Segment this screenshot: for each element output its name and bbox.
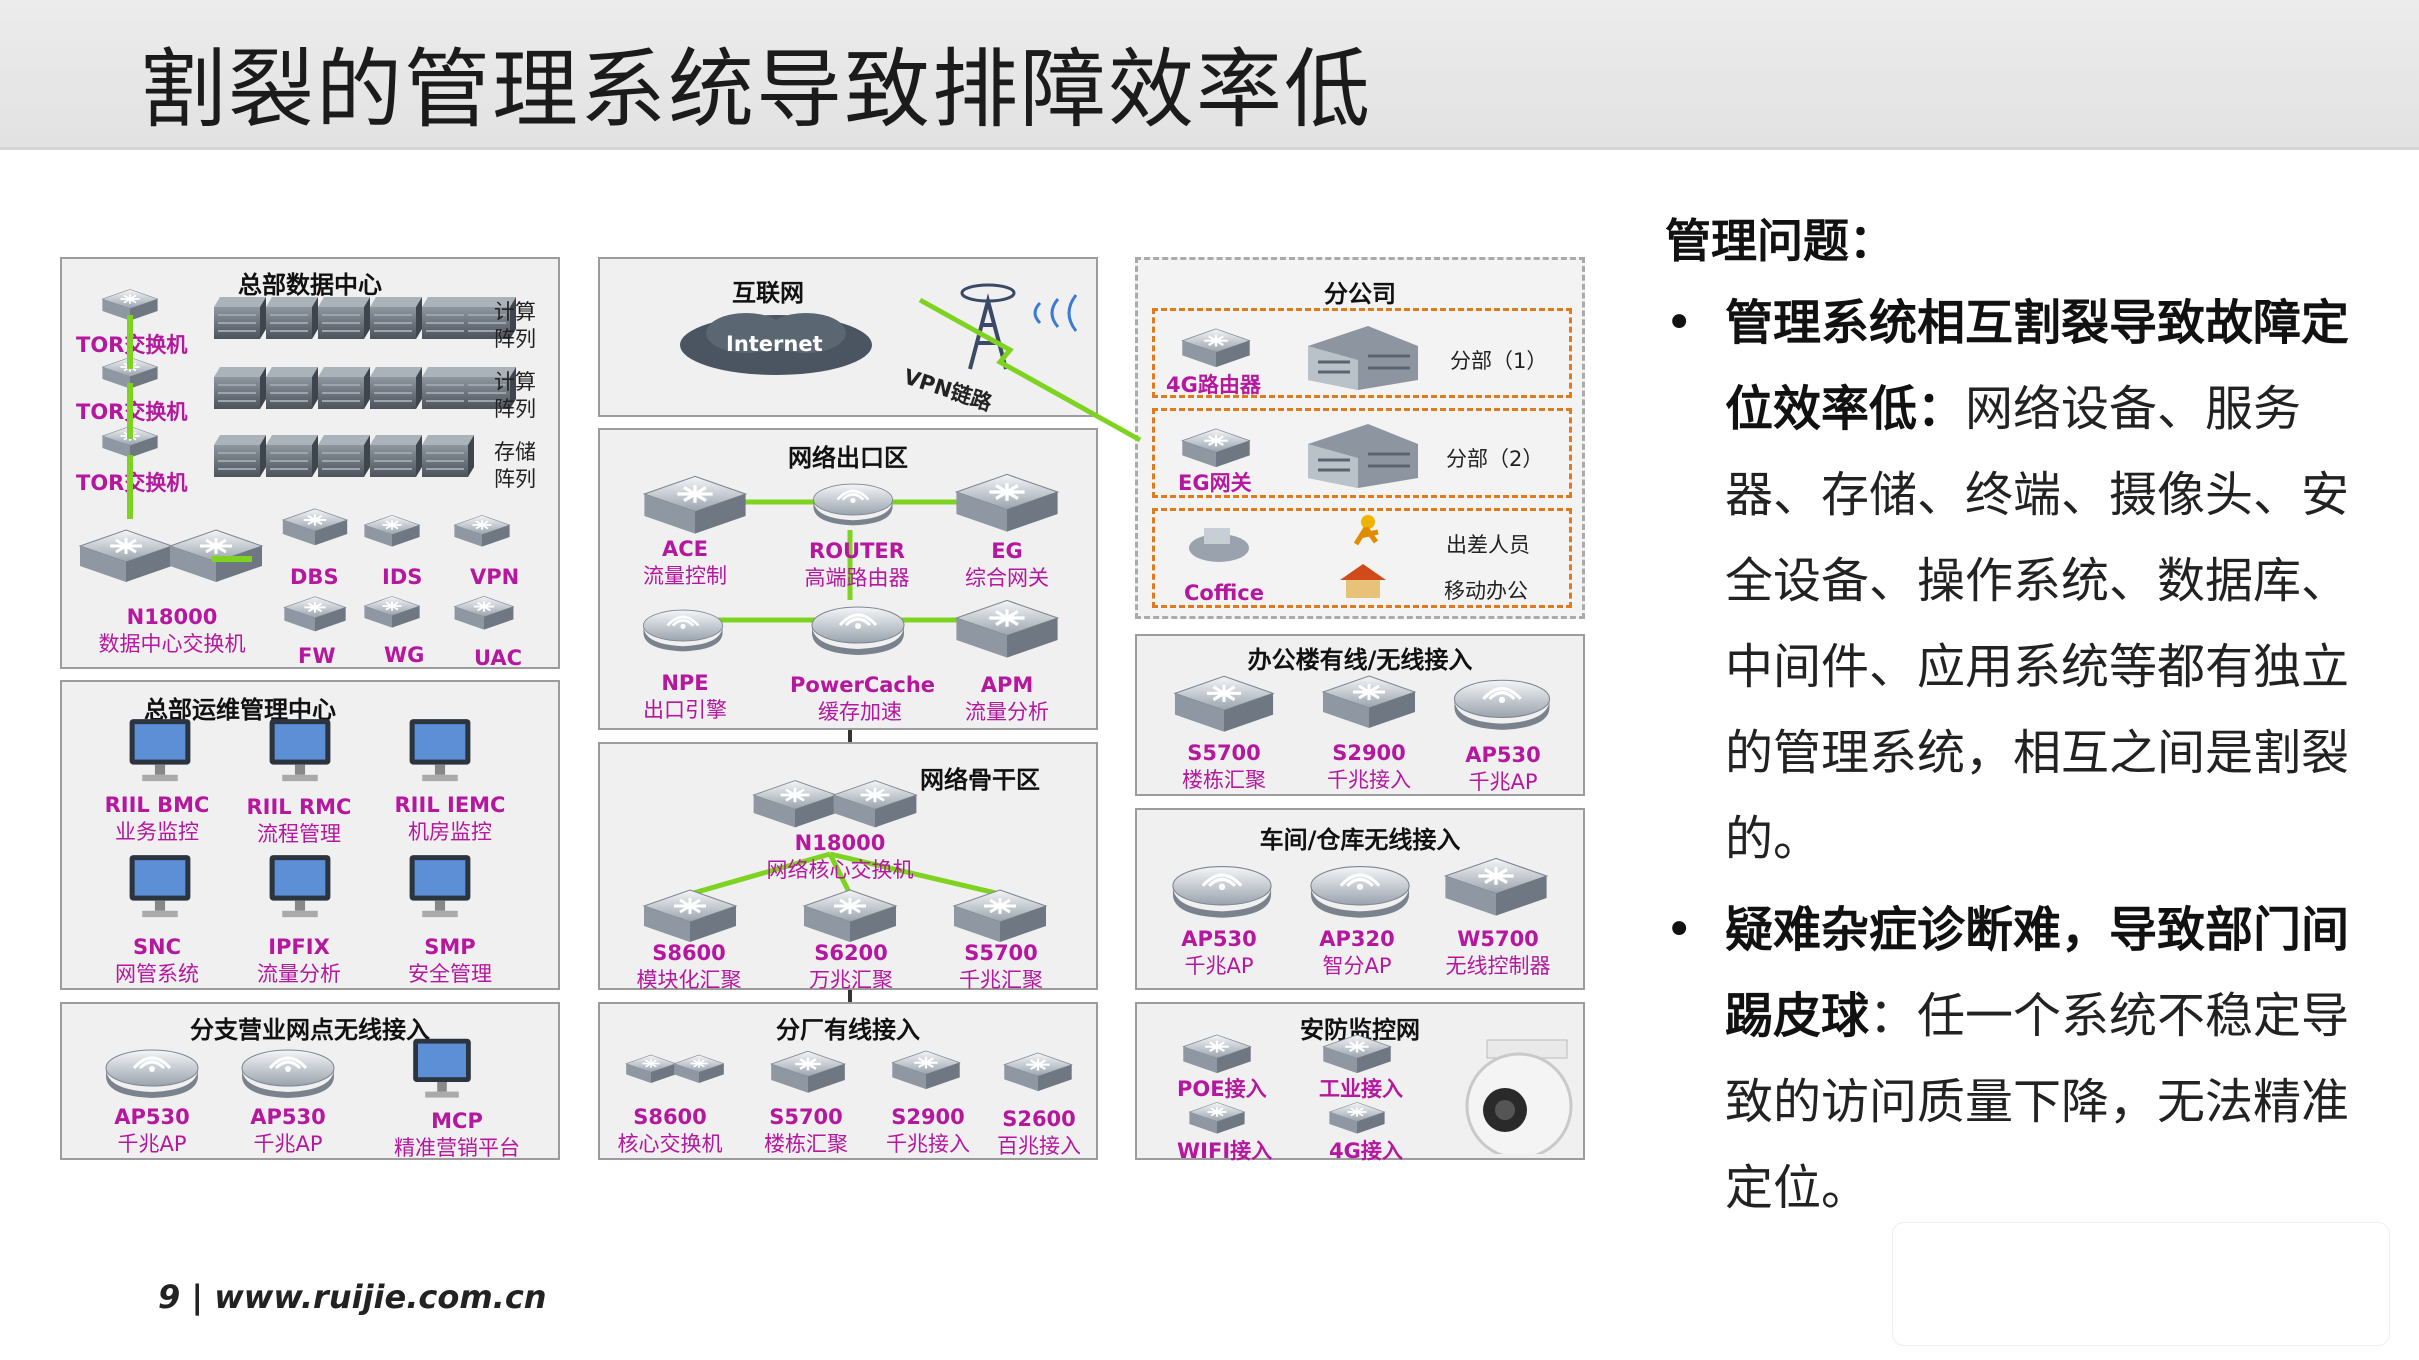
sub2-label: 分部（2） bbox=[1446, 447, 1544, 471]
footer-url[interactable]: www.ruijie.com.cn bbox=[214, 1278, 547, 1316]
panel-title: 分公司 bbox=[1324, 280, 1396, 308]
corner-box bbox=[1892, 1222, 2390, 1346]
internet-cloud-icon bbox=[680, 313, 872, 375]
building-icon bbox=[1308, 326, 1418, 390]
panel-hq-datacenter: 总部数据中心 TOR交换机 TOR交换机 TOR交换机 计算阵列 计算阵列 存储… bbox=[60, 257, 560, 670]
storage-label: 存储阵列 bbox=[494, 440, 536, 491]
building-icon bbox=[1308, 424, 1418, 488]
sub-office-1 bbox=[1152, 308, 1572, 398]
compute-label: 计算阵列 bbox=[494, 370, 536, 421]
traveler-icon bbox=[1353, 515, 1379, 546]
coffice-label: Coffice bbox=[1184, 581, 1264, 605]
wifi-label: WIFI接入 bbox=[1177, 1139, 1273, 1163]
eg-gateway-label: EG网关 bbox=[1178, 471, 1252, 495]
dc-links bbox=[127, 315, 252, 562]
panel-branch-office: 分公司 4G路由器 EG网关 Coffice 分部（1） 分部（2） 出差人员 … bbox=[1135, 257, 1585, 619]
uac-label: UAC bbox=[474, 646, 523, 670]
panel-title: 互联网 bbox=[732, 279, 804, 307]
4g-label: 4G接入 bbox=[1329, 1139, 1403, 1163]
dbs-label: DBS bbox=[290, 565, 339, 589]
backbone-links bbox=[689, 851, 1001, 897]
internet-label: Internet bbox=[726, 332, 823, 356]
poe-label: POE接入 bbox=[1177, 1077, 1267, 1101]
panel-title: 网络骨干区 bbox=[920, 766, 1040, 794]
bullet-icon: • bbox=[1665, 295, 1694, 351]
footer: 9 | www.ruijie.com.cn bbox=[158, 1278, 547, 1316]
problems-heading: 管理问题： bbox=[1665, 214, 1895, 268]
travel-label: 出差人员 bbox=[1446, 533, 1530, 557]
panel-internet: 互联网 Internet VPN链路 bbox=[598, 257, 1098, 417]
sub1-label: 分部（1） bbox=[1450, 349, 1548, 373]
page-title: 割裂的管理系统导致排障效率低 bbox=[140, 40, 1372, 140]
home-icon bbox=[1340, 564, 1386, 598]
compute-label: 计算阵列 bbox=[494, 300, 536, 351]
panel-title: 总部数据中心 bbox=[238, 271, 382, 299]
pda-icon bbox=[1189, 528, 1249, 562]
fw-label: FW bbox=[298, 644, 336, 668]
title-bar: 割裂的管理系统导致排障效率低 bbox=[0, 0, 2419, 150]
bullet-icon: • bbox=[1665, 902, 1694, 958]
panel-title: 分厂有线接入 bbox=[776, 1016, 920, 1044]
ids-label: IDS bbox=[382, 565, 423, 589]
vpn-label: VPN bbox=[470, 565, 520, 589]
wg-label: WG bbox=[384, 643, 425, 667]
industrial-label: 工业接入 bbox=[1319, 1077, 1403, 1101]
bullet-text-1: 管理系统相互割裂导致故障定位效率低：网络设备、服务器、存储、终端、摄像头、安全设… bbox=[1725, 295, 2350, 867]
panel-title: 办公楼有线/无线接入 bbox=[1247, 646, 1473, 674]
panel-title: 车间/仓库无线接入 bbox=[1259, 826, 1461, 854]
page-number: 9 bbox=[158, 1278, 181, 1316]
sub-mobile bbox=[1152, 508, 1572, 608]
panel-title: 分支营业网点无线接入 bbox=[190, 1016, 430, 1044]
panel-title: 网络出口区 bbox=[788, 444, 908, 472]
router-4g-label: 4G路由器 bbox=[1166, 373, 1261, 397]
bullet-text-2: 疑难杂症诊断难，导致部门间踢皮球：任一个系统不稳定导致的访问质量下降，无法精准定… bbox=[1725, 902, 2350, 1216]
sub-office-2 bbox=[1152, 408, 1572, 498]
mobile-label: 移动办公 bbox=[1444, 579, 1528, 603]
dome-camera-icon bbox=[1465, 1039, 1573, 1154]
panel-security-monitoring: 安防监控网 POE接入 工业接入 WIFI接入 4G接入 bbox=[1135, 1002, 1585, 1163]
